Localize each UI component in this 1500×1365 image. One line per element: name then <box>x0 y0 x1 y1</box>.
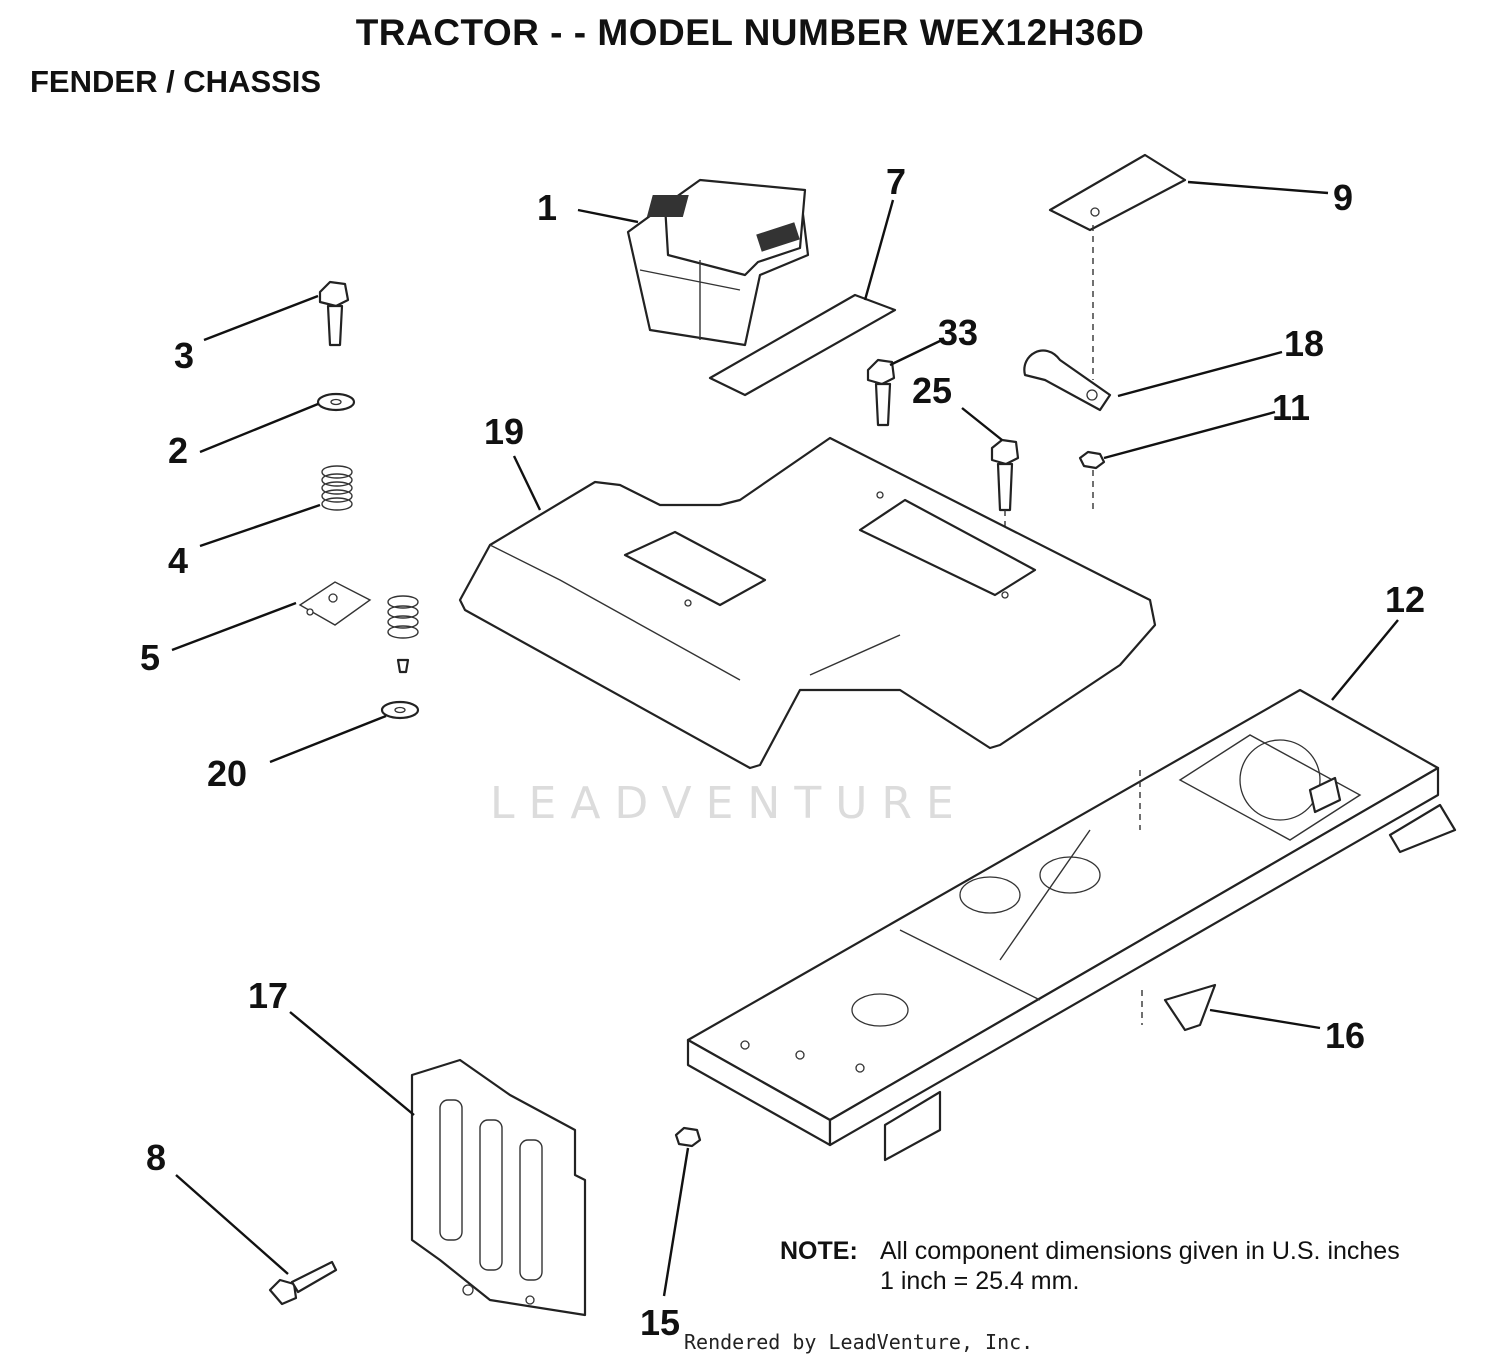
callout-17: 17 <box>248 975 288 1016</box>
callout-9: 9 <box>1333 177 1353 218</box>
callout-7: 7 <box>886 161 906 202</box>
part-18-clip[interactable] <box>1023 349 1112 412</box>
callout-15: 15 <box>640 1302 680 1343</box>
part-8-screw[interactable] <box>268 1260 338 1306</box>
callout-3: 3 <box>174 335 194 376</box>
dimension-note: NOTE: All component dimensions given in U… <box>780 1236 1400 1296</box>
callout-4: 4 <box>168 540 188 581</box>
part-17-plate[interactable] <box>410 1058 587 1317</box>
watermark-text: LEADVENTURE <box>490 778 968 829</box>
part-9-bracket[interactable] <box>1048 153 1187 380</box>
part-33-bolt[interactable] <box>866 358 896 427</box>
part-15-nut[interactable] <box>674 1126 702 1148</box>
callout-16: 16 <box>1325 1015 1365 1056</box>
callout-5: 5 <box>140 637 160 678</box>
callout-12: 12 <box>1385 579 1425 620</box>
part-1-seat-pan[interactable] <box>626 178 810 347</box>
callout-1: 1 <box>537 187 557 228</box>
callout-8: 8 <box>146 1137 166 1178</box>
part-12-chassis[interactable] <box>686 688 1457 1162</box>
note-line-1: All component dimensions given in U.S. i… <box>880 1237 1400 1265</box>
part-5-plate[interactable] <box>298 581 419 674</box>
note-line-2: 1 inch = 25.4 mm. <box>880 1267 1080 1295</box>
callout-2: 2 <box>168 430 188 471</box>
part-19-fender[interactable] <box>458 436 1157 770</box>
leader-lines <box>171 180 1399 1297</box>
diagram-subtitle: FENDER / CHASSIS <box>30 64 322 99</box>
part-20-washer[interactable] <box>380 700 420 720</box>
part-4-spring[interactable] <box>321 465 353 511</box>
callout-11: 11 <box>1272 387 1310 428</box>
part-11-nut[interactable] <box>1078 450 1106 510</box>
callout-33: 33 <box>938 312 978 353</box>
diagram-title: TRACTOR - - MODEL NUMBER WEX12H36D <box>355 12 1145 53</box>
callout-20: 20 <box>207 753 247 794</box>
callout-18: 18 <box>1284 323 1324 364</box>
callout-19: 19 <box>484 411 524 452</box>
part-7-decal[interactable] <box>708 293 897 397</box>
render-credit: Rendered by LeadVenture, Inc. <box>684 1330 1034 1354</box>
part-3-bolt[interactable] <box>318 280 350 347</box>
callout-25: 25 <box>912 370 952 411</box>
note-label: NOTE: <box>780 1237 858 1265</box>
part-2-washer[interactable] <box>316 392 356 412</box>
part-16-clip[interactable] <box>1141 983 1217 1032</box>
